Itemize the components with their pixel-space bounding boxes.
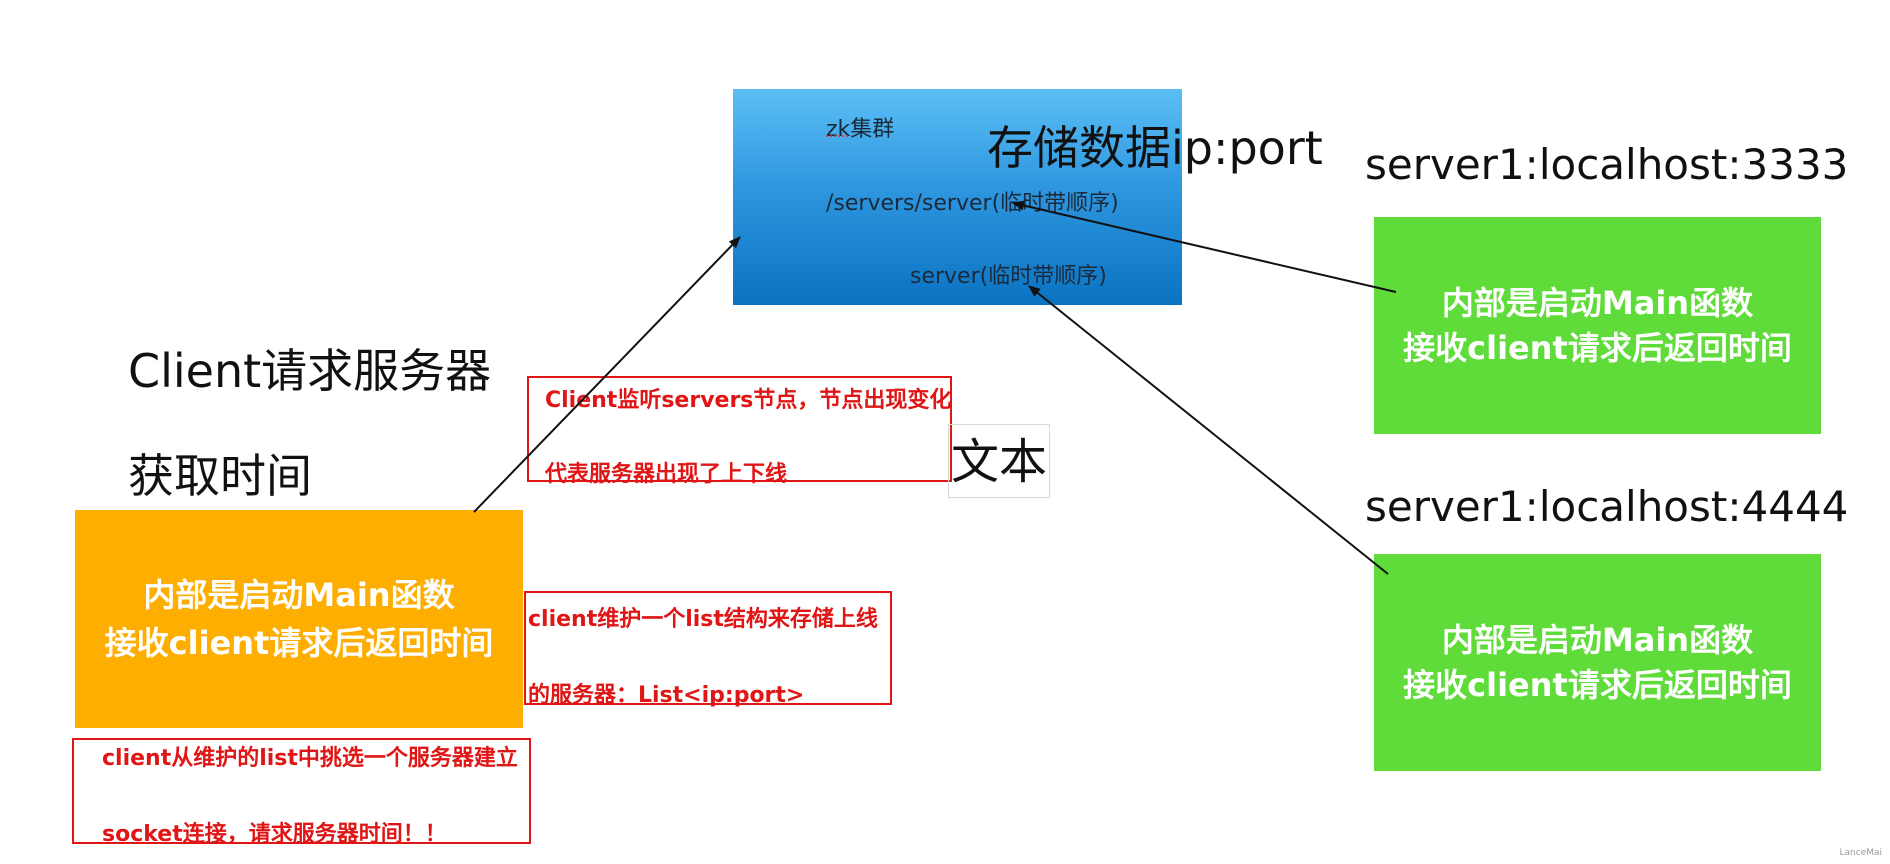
note-watch-servers: Client监听servers节点，节点出现变化 代表服务器出现了上下线 <box>527 376 952 487</box>
watermark: LanceMai <box>1839 848 1883 858</box>
arrow-server1-to-zk <box>1012 200 1397 293</box>
zk-child-node: server(临时带顺序) <box>910 264 1107 289</box>
arrow-server2-to-zk <box>1028 285 1389 575</box>
zk-cluster-title: zk集群 <box>826 117 895 142</box>
server1-line2: 接收client请求后返回时间 <box>1403 328 1792 367</box>
client-heading-line1: Client请求服务器 <box>128 344 492 398</box>
note-pick-line2: socket连接，请求服务器时间！！ <box>102 822 447 847</box>
server1-label: server1:localhost:3333 <box>1365 140 1849 189</box>
note-watch-line1: Client监听servers节点，节点出现变化 <box>545 388 952 413</box>
server2-label: server1:localhost:4444 <box>1365 482 1849 531</box>
server2-line1: 内部是启动Main函数 <box>1441 620 1754 659</box>
note-list-line2: 的服务器：List<ip:port> <box>528 683 805 708</box>
text-placeholder-box: 文本 <box>948 424 1050 498</box>
client-box: 内部是启动Main函数 接收client请求后返回时间 <box>75 510 523 728</box>
client-line1: 内部是启动Main函数 <box>143 576 455 614</box>
note-pick-server: client从维护的list中挑选一个服务器建立 socket连接，请求服务器时… <box>72 738 531 847</box>
note-list-line1: client维护一个list结构来存储上线 <box>528 607 878 632</box>
zk-servers-path: /servers/server(临时带顺序) <box>826 191 1119 216</box>
arrow-client-to-zk <box>473 236 741 513</box>
server1-box: 内部是启动Main函数 接收client请求后返回时间 <box>1374 217 1821 434</box>
client-heading-line2: 获取时间 <box>128 449 312 503</box>
storage-label: 存储数据ip:port <box>987 121 1323 175</box>
server2-box: 内部是启动Main函数 接收client请求后返回时间 <box>1374 554 1821 771</box>
note-list-structure: client维护一个list结构来存储上线 的服务器：List<ip:port> <box>524 591 892 708</box>
server1-line1: 内部是启动Main函数 <box>1441 283 1754 322</box>
note-pick-line1: client从维护的list中挑选一个服务器建立 <box>102 746 518 771</box>
server2-line2: 接收client请求后返回时间 <box>1403 665 1792 704</box>
zk-cluster-box <box>733 89 1182 305</box>
client-line2: 接收client请求后返回时间 <box>104 624 494 662</box>
note-watch-line2: 代表服务器出现了上下线 <box>545 462 788 487</box>
